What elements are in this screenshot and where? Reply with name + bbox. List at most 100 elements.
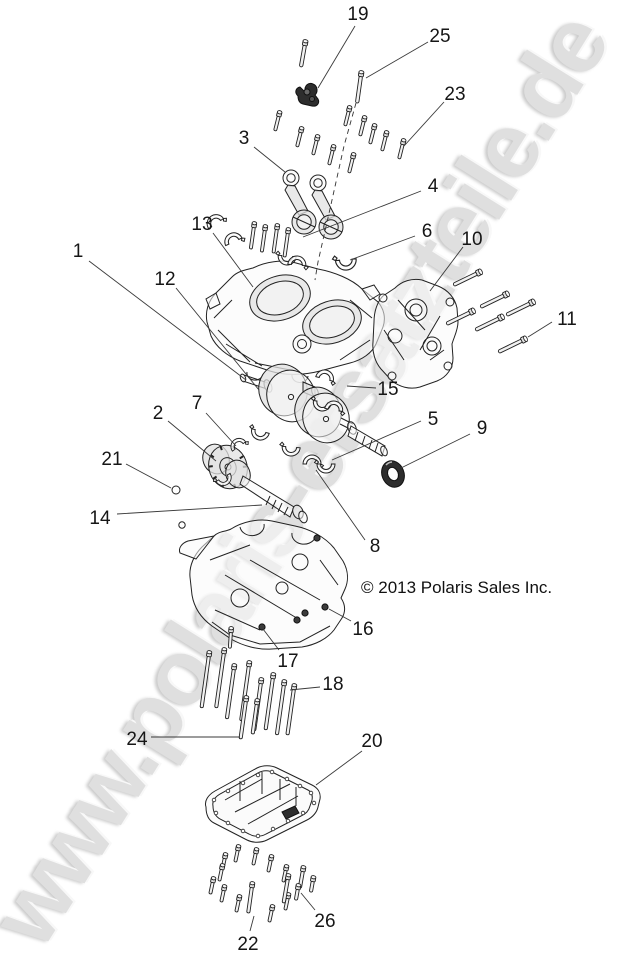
bolt: [327, 144, 337, 166]
leader-line-12: [175, 287, 260, 391]
hardware-layer: [171, 39, 536, 923]
bolt: [275, 679, 288, 736]
ball: [178, 521, 186, 529]
callout-19: 19: [347, 4, 368, 25]
bolt: [199, 650, 213, 709]
bolt: [299, 39, 309, 68]
bolt: [343, 105, 353, 127]
callout-3: 3: [239, 128, 250, 149]
leader-line-11: [527, 321, 553, 338]
callout-22: 22: [237, 934, 258, 955]
callout-14: 14: [89, 508, 111, 529]
callout-18: 18: [322, 674, 343, 695]
bolt: [358, 115, 368, 137]
bearing-shell: [279, 441, 301, 457]
callout-2: 2: [153, 403, 164, 424]
callout-5: 5: [428, 409, 439, 430]
bolt: [273, 110, 283, 132]
leader-line-20: [315, 750, 363, 786]
bearing-shell: [206, 214, 227, 230]
leader-line-5: [331, 420, 422, 461]
callout-26: 26: [314, 911, 335, 932]
nut: [293, 616, 301, 624]
leader-line-7: [205, 412, 237, 447]
bolt: [246, 881, 256, 914]
callout-9: 9: [477, 418, 488, 439]
dashed-alignment-line: [314, 102, 357, 281]
balance-shaft-drawing: [202, 443, 308, 524]
bolt: [214, 647, 228, 709]
bolt: [234, 894, 243, 913]
bolt: [227, 626, 234, 649]
bolt: [260, 224, 269, 253]
bolt: [397, 138, 407, 160]
callout-10: 10: [461, 229, 482, 250]
nut: [313, 534, 321, 542]
callout-6: 6: [422, 221, 433, 242]
callout-8: 8: [370, 536, 381, 557]
bolt: [347, 152, 357, 174]
upper-crankcase-drawing: [205, 260, 385, 383]
callout-13: 13: [191, 214, 212, 235]
bolt: [250, 698, 261, 735]
leader-line-10: [429, 246, 464, 292]
callout-24: 24: [126, 729, 148, 750]
bearing-shell: [324, 400, 346, 417]
bolt: [368, 123, 378, 145]
bolt: [239, 660, 253, 722]
leader-line-18: [289, 686, 321, 691]
callout-layer: 1234567891011121314151617181920212223242…: [73, 4, 577, 955]
ball: [171, 485, 181, 495]
connecting-rods-drawing: [282, 169, 344, 240]
bolt: [219, 884, 228, 903]
bolt: [281, 864, 290, 883]
hex-bolt: [505, 298, 536, 317]
leader-line-1: [88, 260, 247, 381]
bolt: [225, 663, 238, 720]
callout-23: 23: [444, 84, 465, 105]
leader-line-23: [403, 101, 445, 147]
bearing-shell: [315, 369, 336, 386]
callout-21: 21: [101, 449, 122, 470]
bolt: [217, 863, 226, 882]
hex-bolt: [452, 268, 483, 287]
bearing-shell: [230, 437, 249, 452]
oil-pan-drawing: [205, 765, 321, 843]
bearing-shell: [331, 255, 357, 271]
bolt: [267, 904, 276, 923]
bolt: [295, 126, 305, 148]
leader-line-21: [125, 463, 172, 489]
bolt: [263, 672, 277, 731]
leader-line-9: [400, 433, 471, 469]
bolt: [355, 70, 365, 104]
callout-12: 12: [154, 269, 175, 290]
retainer-bracket-drawing: [295, 82, 320, 107]
bolt: [309, 875, 317, 893]
crankcase-section-drawing: [372, 278, 459, 389]
bolt: [380, 130, 390, 152]
bearing-shell: [313, 459, 336, 474]
callout-20: 20: [361, 731, 382, 752]
leader-line-8: [315, 469, 366, 541]
oil-seal-drawing: [381, 460, 405, 488]
callout-1: 1: [73, 241, 84, 262]
bolt: [233, 844, 242, 863]
lower-crankcase-drawing: [179, 519, 348, 650]
leader-line-6: [349, 235, 416, 261]
leader-line-4: [302, 190, 422, 238]
leader-line-16: [328, 608, 352, 622]
bolt: [294, 883, 302, 901]
hex-bolt: [479, 290, 510, 309]
bolt: [249, 221, 258, 250]
bolt: [271, 223, 281, 254]
nut: [321, 603, 329, 611]
leader-line-2: [167, 420, 217, 462]
bolt: [208, 876, 217, 895]
leader-line-13: [212, 232, 254, 288]
callout-4: 4: [428, 176, 439, 197]
leader-line-19: [317, 25, 356, 89]
callout-16: 16: [352, 619, 373, 640]
hex-bolt: [445, 307, 476, 326]
bearing-shell: [287, 255, 309, 271]
